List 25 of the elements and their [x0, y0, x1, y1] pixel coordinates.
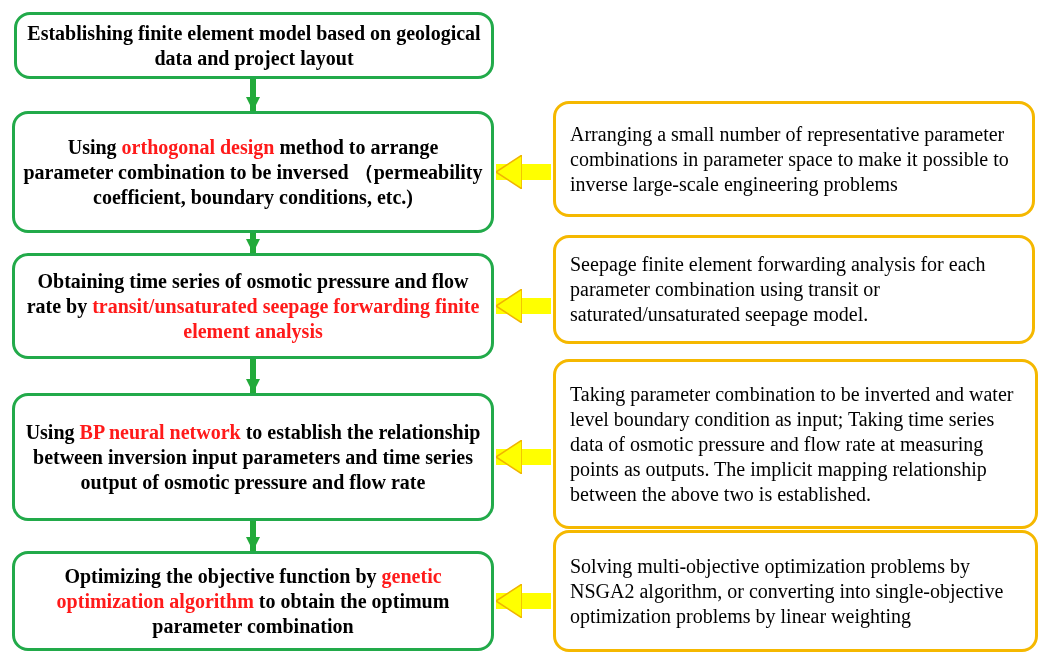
arrow	[246, 359, 260, 393]
note-text: Solving multi-objective optimization problems by NSGA2 algorithm, or converting into single-objective optimization problems by linear weighting	[569, 553, 1005, 629]
step-text: Using orthogonal design method to arrange parameter combination to be inversed （permeability coefficient, boundary conditions, etc.)	[22, 134, 484, 210]
process-box	[12, 393, 494, 521]
note-box	[553, 530, 1038, 652]
step-text: Establishing finite element model based on geological data and project layout	[26, 20, 482, 71]
note-box	[553, 101, 1035, 217]
note-text: Taking parameter combination to be inverted and water level boundary condition as input; Taking time series data of osmotic pressure and flow rate at measuring points as outputs. The implicit mapping relationship between the above two is established.	[569, 381, 1015, 507]
note-text: Arranging a small number of representative parameter combinations in parameter space to make it possible to inverse large-scale engineering problems	[569, 121, 1010, 197]
arrow	[246, 233, 260, 253]
note-box	[553, 359, 1038, 529]
step-text: Obtaining time series of osmotic pressure and flow rate by transit/unsaturated seepage forwarding finite element analysis	[25, 268, 481, 344]
process-box	[12, 551, 494, 651]
process-box	[14, 12, 494, 79]
step-text: Optimizing the objective function by genetic optimization algorithm to obtain the optimum parameter combination	[55, 563, 451, 639]
block-arrow	[495, 439, 551, 475]
process-box	[12, 111, 494, 233]
process-box	[12, 253, 494, 359]
block-arrow	[495, 583, 551, 619]
step-text: Using BP neural network to establish the relationship between inversion input parameters and time series output of osmotic pressure and flow rate	[24, 419, 482, 495]
note-box	[553, 235, 1035, 344]
arrow	[246, 79, 260, 111]
arrow	[246, 521, 260, 551]
block-arrow	[495, 288, 551, 324]
note-text: Seepage finite element forwarding analysis for each parameter combination using transit or saturated/unsaturated seepage model.	[569, 252, 987, 327]
